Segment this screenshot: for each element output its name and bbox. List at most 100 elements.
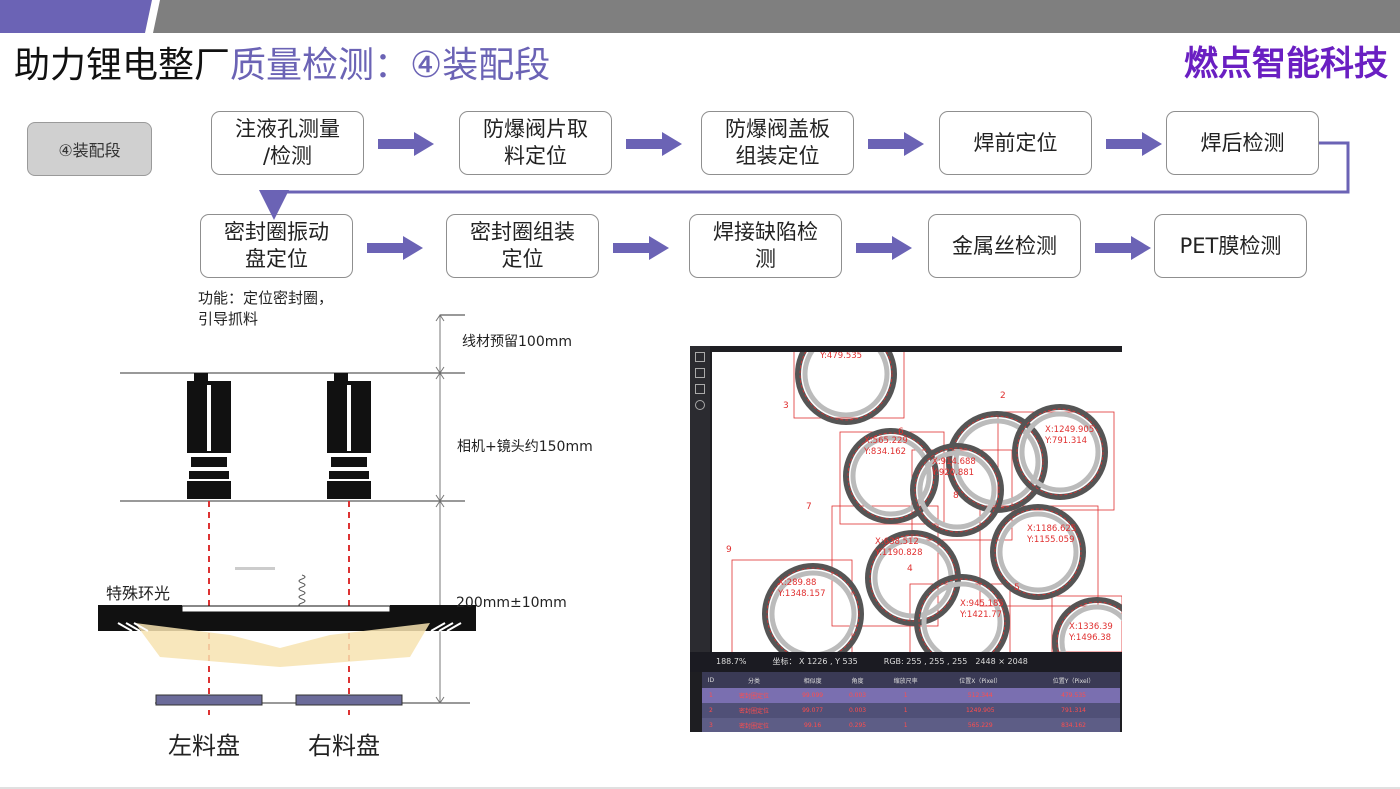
left-camera-icon: [187, 373, 231, 499]
detection-box: [1051, 595, 1122, 652]
detection-label: Y:1155.059: [1026, 535, 1075, 545]
seal-ring-inner: [917, 450, 997, 530]
detection-label: 6: [898, 427, 904, 437]
seal-ring-inner: [921, 581, 1003, 652]
detection-label: Y:1496.38: [1068, 633, 1111, 643]
tool-icon[interactable]: [695, 400, 705, 410]
detection-label: 2: [1000, 391, 1006, 401]
zoom-level: 188.7%: [716, 657, 747, 666]
bottom-divider: [0, 787, 1400, 789]
seal-ring-inner: [802, 352, 890, 418]
detection-label: Y:920.881: [931, 468, 974, 478]
brand-logo-text: 燃点智能科技: [1184, 44, 1388, 84]
flow-row2-step[interactable]: 焊接缺陷检测: [689, 214, 842, 278]
detection-label: 3: [783, 401, 789, 411]
top-banner-tab: [0, 0, 152, 33]
step-label-line: 密封圈振动: [224, 220, 329, 244]
detection-label: X:638.512: [875, 537, 919, 547]
page-title: 助力锂电整厂质量检测：④装配段: [14, 44, 550, 88]
ring-light-label: 特殊环光: [106, 584, 171, 603]
step-label-line: 组装定位: [735, 144, 820, 168]
step-label-line: 焊接缺陷检: [713, 220, 818, 244]
step-label: 注液孔测量/检测: [235, 116, 340, 170]
table-cell: 2: [702, 703, 720, 718]
flow-arrow: [1095, 236, 1151, 260]
step-label: 密封圈振动盘定位: [224, 219, 329, 273]
flow-row2-step[interactable]: 密封圈振动盘定位: [200, 214, 353, 278]
flow-row1-step[interactable]: 焊前定位: [939, 111, 1092, 175]
detection-label: X:1336.39: [1069, 622, 1113, 632]
dim-camera-label: 相机+镜头约150mm: [457, 439, 593, 455]
tool-icon[interactable]: [695, 368, 705, 378]
title-sub: 质量检测：④装配段: [230, 45, 551, 86]
detection-circle: [1056, 601, 1122, 652]
function-note-line: 功能：定位密封圈，: [198, 289, 334, 307]
table-cell: 0.003: [837, 703, 878, 718]
flow-arrow: [856, 236, 912, 260]
seal-ring-inner: [997, 511, 1079, 593]
seal-ring: [990, 504, 1086, 600]
left-tray: [155, 694, 263, 706]
detection-label: X:1249.905: [1045, 425, 1094, 435]
table-header-cell: 分类: [719, 672, 789, 688]
seal-ring-inner: [850, 435, 932, 517]
detection-label: X:289.88: [778, 578, 816, 588]
table-cell: 3: [702, 718, 720, 732]
dim-distance-label: 200mm±10mm: [456, 595, 567, 611]
image-size: 2448 × 2048: [975, 657, 1028, 666]
step-label-line: 注液孔测量: [235, 117, 340, 141]
stage-button[interactable]: ④装配段: [27, 122, 152, 176]
function-note-line: 引导抓料: [198, 310, 259, 328]
detection-label: Y:1348.157: [777, 589, 826, 599]
rgb-readout: RGB: 255 , 255 , 255: [883, 657, 968, 666]
flow-row1-step[interactable]: 注液孔测量/检测: [211, 111, 364, 175]
table-cell: 791.314: [1027, 703, 1120, 718]
table-cell: 512.344: [933, 688, 1028, 703]
detection-label: 7: [806, 502, 812, 512]
step-label-line: 防爆阀片取: [483, 117, 588, 141]
flow-row2-step[interactable]: 密封圈组装定位: [446, 214, 599, 278]
flow-row2-step[interactable]: 金属丝检测: [928, 214, 1081, 278]
seal-ring: [843, 428, 939, 524]
flow-row1-step[interactable]: 防爆阀盖板组装定位: [701, 111, 854, 175]
step-label-line: 定位: [501, 247, 544, 271]
step-label-line: PET膜检测: [1179, 233, 1282, 258]
seal-ring: [795, 352, 897, 425]
flow-arrow: [1106, 132, 1162, 156]
camera-setup-diagram: [98, 314, 476, 715]
flow-row2-step[interactable]: PET膜检测: [1154, 214, 1307, 278]
ring-light-icon: [98, 605, 476, 667]
detection-label: Y:1190.828: [874, 548, 923, 558]
table-cell: 1: [877, 718, 934, 732]
flow-row1-step[interactable]: 防爆阀片取料定位: [459, 111, 612, 175]
table-cell: 99.077: [788, 703, 838, 718]
step-label: 焊前定位: [974, 130, 1058, 157]
seal-ring-inner: [769, 570, 857, 652]
seal-ring: [1052, 597, 1122, 652]
detection-box: [831, 505, 939, 627]
table-cell: 1249.905: [933, 703, 1028, 718]
flow-arrow: [367, 236, 423, 260]
step-label: 焊接缺陷检测: [713, 219, 818, 273]
step-label: 金属丝检测: [952, 233, 1057, 260]
function-note: 功能：定位密封圈， 引导抓料: [198, 288, 333, 330]
detection-overlay: Y:479.535326X:565.229Y:834.162X:1249.905…: [726, 352, 1122, 652]
step-label-line: 焊后检测: [1200, 130, 1285, 155]
table-cell: 99.099: [788, 688, 838, 703]
table-header-cell: 角度: [837, 672, 878, 688]
table-cell: 密封圈定位: [719, 688, 789, 703]
right-camera-icon: [327, 373, 371, 499]
seal-ring-inner: [1059, 604, 1122, 652]
left-tray-label: 左料盘: [168, 732, 240, 760]
flow-arrow: [613, 236, 669, 260]
tool-icon[interactable]: [695, 384, 705, 394]
table-cell: 565.229: [933, 718, 1028, 732]
tool-icon[interactable]: [695, 352, 705, 362]
dim-wire-label: 线材预留100mm: [462, 334, 572, 350]
flow-row1-step[interactable]: 焊后检测: [1166, 111, 1319, 175]
